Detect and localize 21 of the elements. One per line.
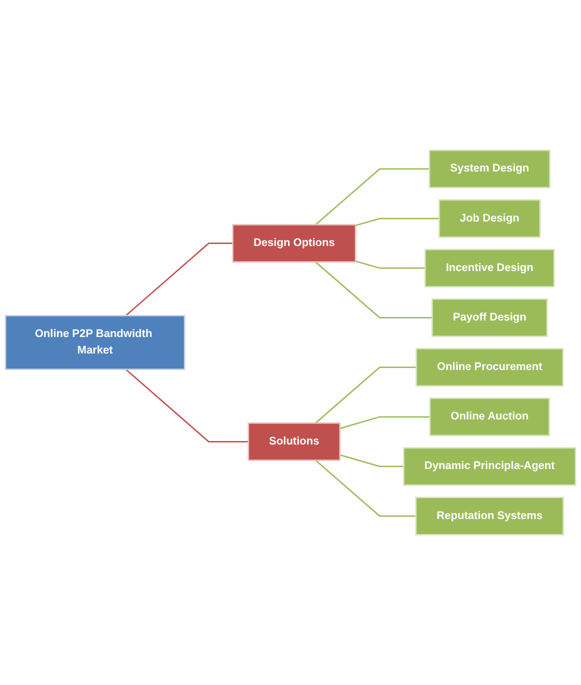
connector (125, 242, 233, 316)
connector (315, 366, 416, 424)
node-box: Payoff Design (432, 298, 548, 337)
connector (125, 368, 248, 442)
connector (355, 218, 440, 226)
node-box: Online Procurement (416, 348, 564, 387)
connector (355, 260, 426, 269)
connector (340, 416, 430, 430)
node-box: Incentive Design (424, 248, 555, 288)
node-box: Solutions (248, 422, 341, 461)
connector (315, 168, 430, 226)
node-box: System Design (428, 150, 550, 188)
connector (315, 261, 432, 318)
connector (340, 454, 404, 468)
node-box: Dynamic Principla-Agent (403, 447, 576, 486)
node-box: Online P2P Bandwidth Market (4, 314, 186, 370)
connector (315, 460, 416, 517)
node-box: Design Options (232, 224, 356, 263)
node-box: Online Auction (429, 398, 550, 436)
node-box: Reputation Systems (415, 496, 564, 536)
node-box: Job Design (438, 199, 541, 238)
